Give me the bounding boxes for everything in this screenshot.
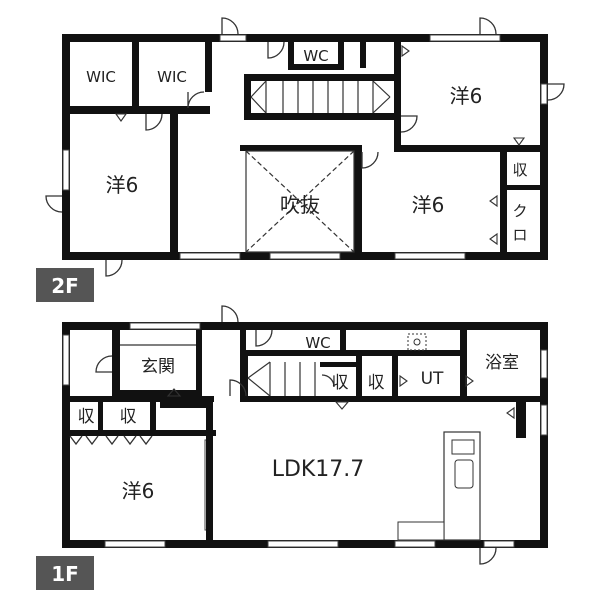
room-bedroom-left: 洋6 bbox=[106, 173, 139, 197]
room-storage-left-b: 収 bbox=[120, 407, 137, 427]
floor-2f: WIC WIC WC 洋6 洋6 吹抜 洋6 収 ク ロ 2F bbox=[36, 17, 565, 302]
room-storage-2f: 収 bbox=[512, 161, 527, 179]
room-closet-bottom: ロ bbox=[512, 226, 527, 244]
floor-tag-2f-label: 2F bbox=[51, 274, 79, 298]
room-utility: UT bbox=[421, 369, 444, 389]
room-void: 吹抜 bbox=[280, 193, 320, 217]
room-closet-top: ク bbox=[512, 202, 527, 220]
room-ldk: LDK17.7 bbox=[272, 457, 365, 482]
room-bedroom-mid: 洋6 bbox=[412, 193, 445, 217]
room-storage-left-a: 収 bbox=[78, 407, 95, 427]
room-bedroom-topright: 洋6 bbox=[450, 84, 483, 108]
floor-tag-1f bbox=[36, 556, 94, 590]
room-storage-mid: 収 bbox=[368, 373, 385, 393]
room-storage-stairs: 収 bbox=[332, 373, 349, 393]
room-bedroom-1f: 洋6 bbox=[122, 479, 155, 503]
room-bath: 浴室 bbox=[485, 353, 519, 373]
room-wc-1f: WC bbox=[305, 334, 330, 352]
floor-1f: 玄関 WC 収 収 UT 浴室 収 収 洋6 LDK17.7 1F bbox=[36, 305, 548, 590]
floor-tag-1f-label: 1F bbox=[51, 562, 79, 586]
room-wc-2f: WC bbox=[303, 47, 328, 65]
room-entrance: 玄関 bbox=[141, 357, 175, 377]
room-wic-right: WIC bbox=[157, 68, 187, 86]
floor-tag-2f bbox=[36, 268, 94, 302]
room-wic-left: WIC bbox=[86, 68, 116, 86]
